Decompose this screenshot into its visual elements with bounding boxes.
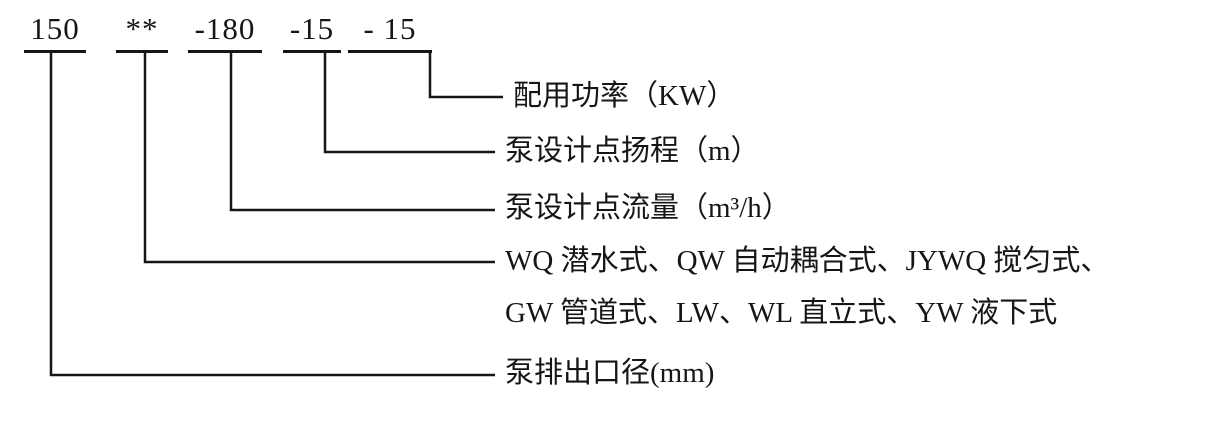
connector-type-line	[143, 50, 495, 264]
label-pump-types-line1: WQ 潜水式、QW 自动耦合式、JYWQ 搅匀式、	[505, 245, 1110, 277]
label-discharge-diameter: 泵排出口径(mm)	[505, 357, 715, 389]
label-pump-types-line2: GW 管道式、LW、WL 直立式、YW 液下式	[505, 297, 1058, 329]
connector-head-line	[323, 50, 495, 154]
model-segment-power: - 15	[348, 8, 432, 53]
label-design-flow: 泵设计点流量（m³/h）	[505, 192, 791, 224]
connector-flow-line	[229, 50, 495, 212]
model-segment-diameter: 150	[24, 8, 86, 53]
connector-power-line	[428, 50, 503, 99]
model-segment-flow: -180	[188, 8, 262, 53]
model-segment-head: -15	[283, 8, 341, 53]
model-segment-type: **	[116, 8, 168, 53]
label-rated-power: 配用功率（KW）	[513, 80, 736, 112]
label-design-head: 泵设计点扬程（m）	[505, 135, 760, 167]
connector-diameter-line	[49, 50, 495, 377]
